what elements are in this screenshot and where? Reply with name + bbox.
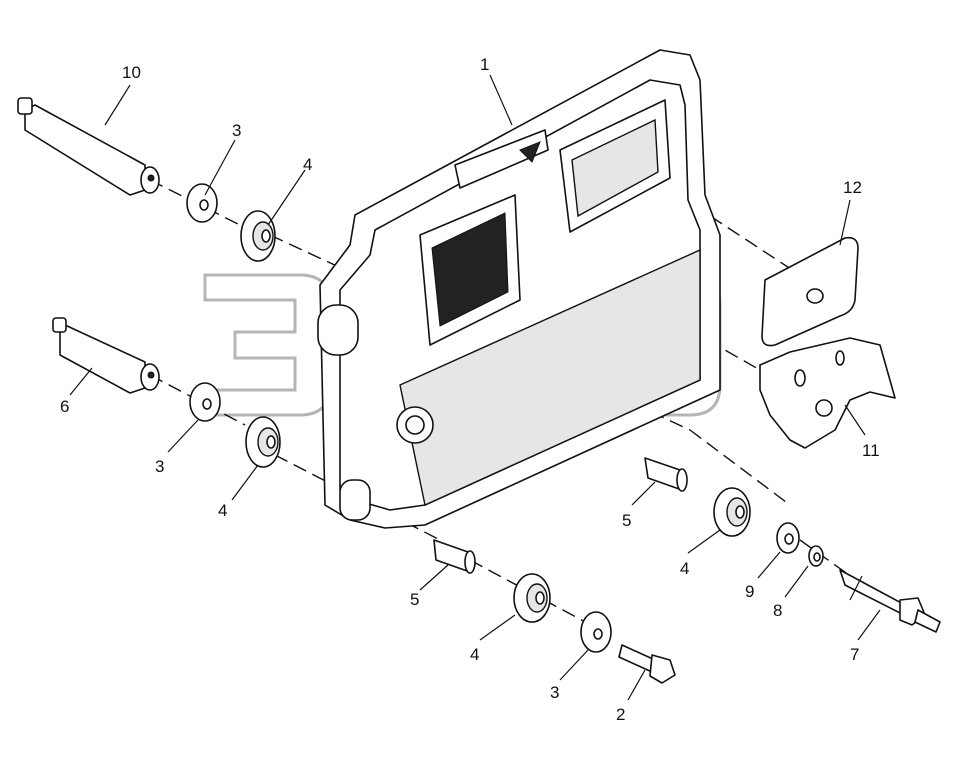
- small-washers: [776, 522, 824, 567]
- sleeves: [433, 457, 688, 574]
- callout-8: 8: [773, 601, 782, 620]
- callout-10: 10: [122, 63, 141, 82]
- washers: [186, 183, 612, 653]
- spacer-long: [17, 97, 160, 196]
- callout-labels: 1 2 3 3 3 4 4 4 4 5 5 6 7 8 9 10 11 12: [60, 55, 880, 724]
- callout-4-right: 4: [680, 559, 689, 578]
- callout-4-top: 4: [303, 155, 312, 174]
- ecu-module: [317, 49, 721, 529]
- callout-1: 1: [480, 55, 489, 74]
- bracket: [759, 337, 896, 449]
- callout-9: 9: [745, 582, 754, 601]
- callout-2: 2: [616, 705, 625, 724]
- grommets: [240, 210, 751, 623]
- callout-3-top: 3: [232, 121, 241, 140]
- callout-3-mid: 3: [155, 457, 164, 476]
- bolt: [618, 644, 676, 684]
- pad: [761, 236, 859, 347]
- callout-6: 6: [60, 397, 69, 416]
- callout-12: 12: [843, 178, 862, 197]
- leader-lines: [69, 74, 881, 701]
- callout-3-bottom: 3: [550, 683, 559, 702]
- stud: [839, 569, 941, 633]
- callout-4-left: 4: [218, 501, 227, 520]
- callout-7: 7: [850, 645, 859, 664]
- callout-5-left: 5: [410, 590, 419, 609]
- callout-11: 11: [862, 441, 880, 460]
- callout-5-right: 5: [622, 511, 631, 530]
- callout-4-bottom: 4: [470, 645, 479, 664]
- spacer-short: [52, 317, 160, 394]
